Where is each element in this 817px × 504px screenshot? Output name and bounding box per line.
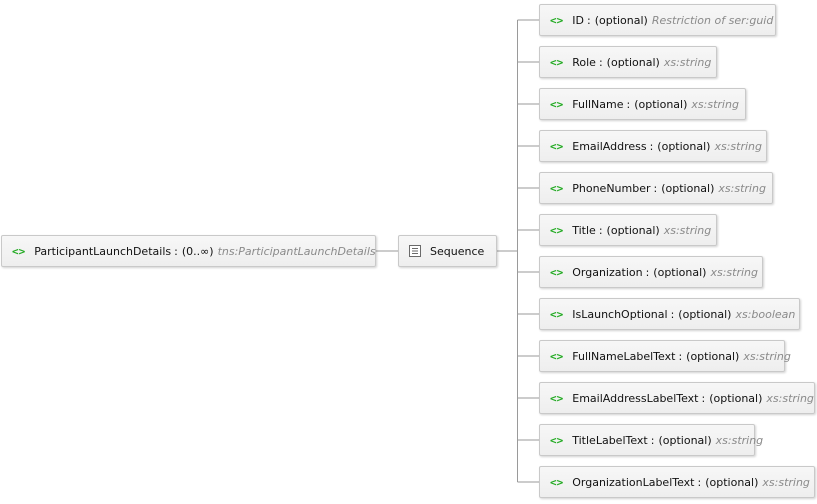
element-icon: <> [550, 265, 564, 279]
child-element-node-role[interactable]: <> Role:(optional)xs:string [539, 46, 717, 78]
element-icon: <> [550, 223, 564, 237]
element-icon: <> [550, 433, 564, 447]
element-name: EmailAddress [572, 139, 647, 153]
element-name: ID [572, 13, 584, 27]
child-element-node-full-name-label-text[interactable]: <> FullNameLabelText:(optional)xs:string [539, 340, 791, 372]
sequence-label: Sequence [430, 244, 485, 258]
element-occurrence: (optional) [653, 265, 707, 279]
child-element-node-id[interactable]: <> ID:(optional)Restriction of ser:guid [539, 4, 776, 36]
element-icon: <> [550, 13, 564, 27]
element-occurrence: (0..∞) [181, 244, 214, 258]
element-type: xs:string [715, 433, 764, 447]
element-separator: : [626, 97, 631, 111]
element-name: PhoneNumber [572, 181, 651, 195]
element-type: xs:string [766, 391, 814, 405]
element-occurrence: (optional) [634, 97, 688, 111]
element-name: FullNameLabelText [572, 349, 676, 363]
element-name: Organization [572, 265, 643, 279]
element-occurrence: (optional) [606, 223, 660, 237]
element-name: ParticipantLaunchDetails [34, 244, 172, 258]
element-occurrence: (optional) [657, 139, 711, 153]
element-name: EmailAddressLabelText [572, 391, 699, 405]
element-type: xs:string [663, 55, 712, 69]
element-name: IsLaunchOptional [572, 307, 668, 321]
element-name: FullName [572, 97, 624, 111]
child-element-node-title[interactable]: <> Title:(optional)xs:string [539, 214, 717, 246]
sequence-node[interactable]: Sequence [398, 235, 497, 267]
element-occurrence: (optional) [594, 13, 648, 27]
element-name: Role [572, 55, 596, 69]
element-separator: : [653, 181, 658, 195]
element-name: Title [572, 223, 596, 237]
element-icon: <> [550, 55, 564, 69]
element-separator: : [670, 307, 675, 321]
child-element-node-title-label-text[interactable]: <> TitleLabelText:(optional)xs:string [539, 424, 763, 456]
element-type: xs:string [691, 97, 739, 111]
element-icon: <> [12, 244, 26, 258]
element-occurrence: (optional) [658, 433, 712, 447]
child-element-node-email-address[interactable]: <> EmailAddress:(optional)xs:string [539, 130, 767, 162]
element-icon: <> [550, 181, 564, 195]
element-icon: <> [550, 391, 564, 405]
element-separator: : [697, 475, 702, 489]
child-element-node-organization-label-text[interactable]: <> OrganizationLabelText:(optional)xs:str… [539, 466, 815, 498]
element-separator: : [645, 265, 650, 279]
element-separator: : [650, 433, 655, 447]
element-occurrence: (optional) [606, 55, 660, 69]
element-type: xs:string [718, 181, 766, 195]
element-separator: : [598, 55, 603, 69]
element-name: TitleLabelText [572, 433, 648, 447]
element-type: xs:string [663, 223, 712, 237]
child-element-node-phone-number[interactable]: <> PhoneNumber:(optional)xs:string [539, 172, 773, 204]
element-separator: : [701, 391, 706, 405]
element-separator: : [678, 349, 683, 363]
element-icon: <> [550, 349, 564, 363]
element-type: xs:string [743, 349, 791, 363]
element-name: OrganizationLabelText [572, 475, 695, 489]
element-occurrence: (optional) [705, 475, 759, 489]
element-separator: : [174, 244, 178, 258]
element-type: xs:string [710, 265, 758, 279]
element-occurrence: (optional) [686, 349, 740, 363]
element-occurrence: (optional) [661, 181, 715, 195]
child-element-node-is-launch-optional[interactable]: <> IsLaunchOptional:(optional)xs:boolean [539, 298, 800, 330]
element-type: tns:ParticipantLaunchDetails [217, 244, 376, 258]
element-occurrence: (optional) [678, 307, 732, 321]
element-icon: <> [550, 97, 564, 111]
element-type: xs:string [762, 475, 810, 489]
element-separator: : [649, 139, 654, 153]
child-element-node-email-address-label-text[interactable]: <> EmailAddressLabelText:(optional)xs:str… [539, 382, 815, 414]
element-separator: : [598, 223, 603, 237]
child-element-node-organization[interactable]: <> Organization:(optional)xs:string [539, 256, 763, 288]
element-type: xs:string [714, 139, 762, 153]
child-element-node-full-name[interactable]: <> FullName:(optional)xs:string [539, 88, 746, 120]
element-type: xs:boolean [735, 307, 796, 321]
element-occurrence: (optional) [709, 391, 763, 405]
root-element-node[interactable]: <> ParticipantLaunchDetails : (0..∞) tns… [1, 235, 376, 267]
element-icon: <> [550, 139, 564, 153]
connector-branches [517, 19, 539, 483]
element-type: Restriction of ser:guid [651, 13, 774, 27]
element-icon: <> [550, 475, 564, 489]
sequence-icon [409, 245, 421, 257]
element-icon: <> [550, 307, 564, 321]
element-separator: : [586, 13, 591, 27]
